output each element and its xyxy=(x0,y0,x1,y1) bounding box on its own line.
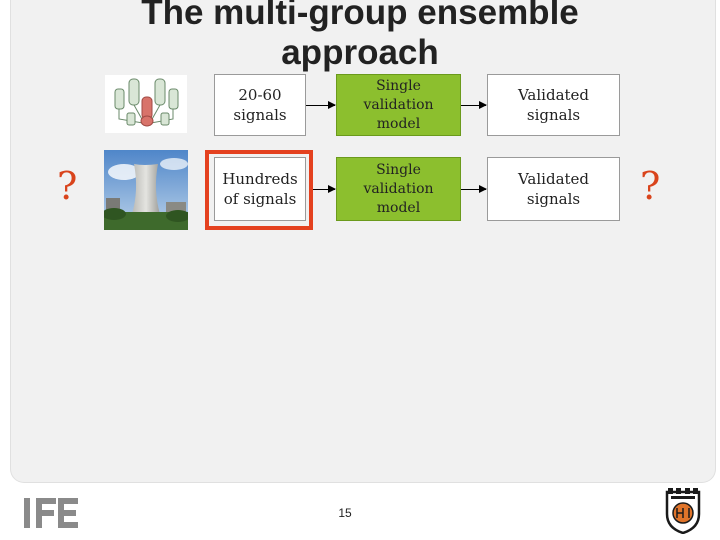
arrow-row1-model-to-output xyxy=(461,101,487,109)
slide-title: The multi-group ensemble approach xyxy=(141,0,579,72)
page-number: 15 xyxy=(338,506,352,520)
ife-logo xyxy=(22,492,80,536)
cooling-tower-photo xyxy=(104,150,188,230)
validated-signals-box-row1: Validated signals xyxy=(487,74,620,136)
validation-model-box-row1: Single validation model xyxy=(336,74,461,136)
arrow-row1-input-to-model xyxy=(306,101,336,109)
highlight-frame xyxy=(205,150,313,230)
question-mark-right: ? xyxy=(640,164,661,208)
validated-signals-box-row2: Validated signals xyxy=(487,157,620,221)
arrow-row2-model-to-output xyxy=(461,185,487,193)
halden-logo xyxy=(663,486,703,538)
input-signals-box-row1: 20-60 signals xyxy=(214,74,306,136)
validation-model-box-row2: Single validation model xyxy=(336,157,461,221)
arrow-row2-input-to-model xyxy=(313,185,336,193)
question-mark-left: ? xyxy=(57,164,78,208)
input-signals-box-row2: Hundreds of signals xyxy=(214,157,306,221)
reactor-diagram-icon xyxy=(105,75,187,133)
